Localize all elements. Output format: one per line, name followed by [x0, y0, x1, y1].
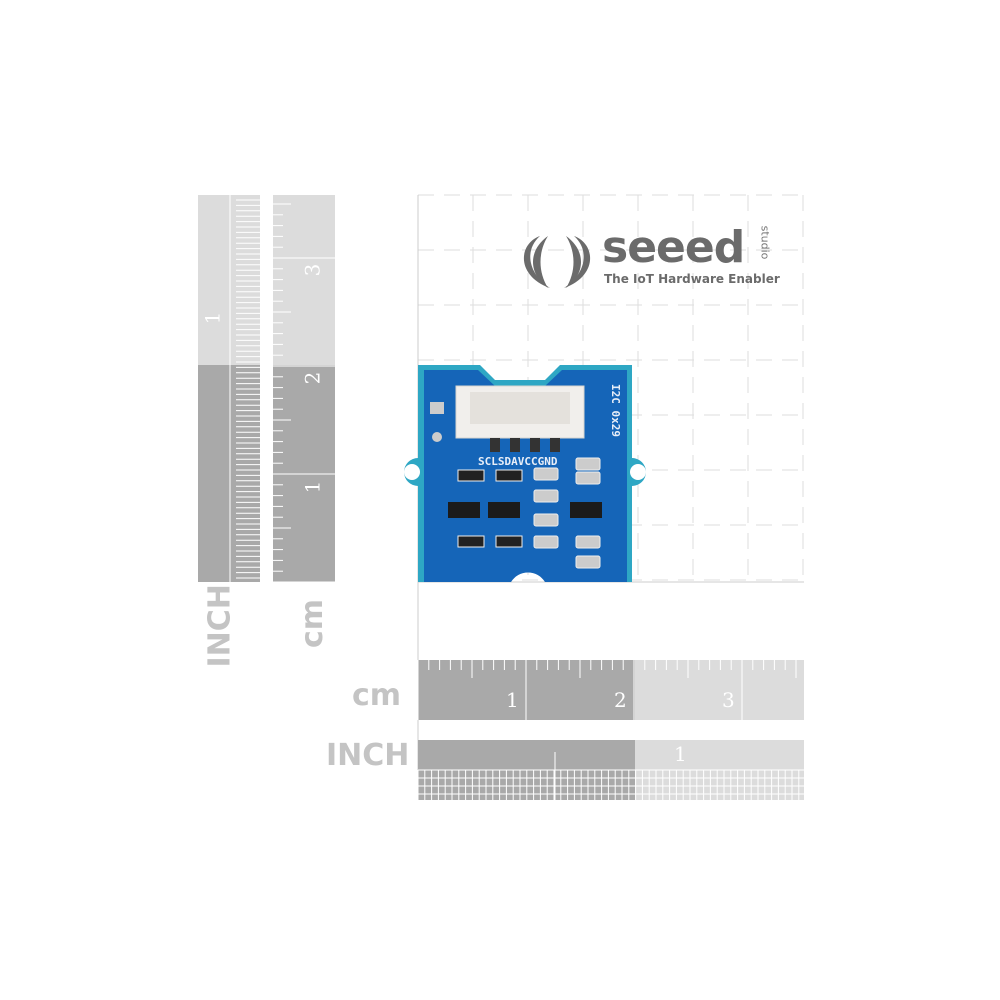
vinch-label: INCH	[202, 584, 238, 668]
hcm-num-3: 3	[722, 688, 735, 712]
capacitor	[533, 535, 559, 549]
transistor	[570, 502, 602, 518]
vcm-num-3: 3	[300, 263, 325, 277]
resistor	[495, 469, 523, 482]
vcm-num-1: 1	[300, 480, 325, 494]
pad	[432, 432, 442, 442]
ruler-dark	[198, 365, 260, 582]
connector-pin	[490, 438, 500, 452]
capacitor	[533, 489, 559, 503]
hcm-num-1: 1	[506, 688, 519, 712]
hinch-label: INCH	[326, 738, 410, 773]
mount-hole	[630, 464, 646, 480]
mount-hole	[404, 464, 420, 480]
connector-pin	[510, 438, 520, 452]
capacitor	[575, 471, 601, 485]
transistor	[448, 502, 480, 518]
resistor	[457, 469, 485, 482]
capacitor	[533, 467, 559, 481]
hcm-label: cm	[352, 678, 402, 713]
pin-labels: SCLSDAVCCGND	[478, 455, 558, 468]
capacitor	[575, 535, 601, 549]
capacitor	[533, 513, 559, 527]
transistor	[488, 502, 520, 518]
vcm-num-2: 2	[300, 371, 325, 385]
connector-pin	[530, 438, 540, 452]
logo-petal	[523, 236, 550, 288]
logo-petal	[564, 236, 591, 288]
hinch-num-1: 1	[674, 742, 687, 766]
ruler-light	[198, 195, 260, 365]
vinch-num: 1	[200, 311, 225, 325]
pad	[430, 402, 444, 414]
connector-pin	[550, 438, 560, 452]
ruler-light	[635, 660, 804, 720]
connector-socket	[470, 392, 570, 424]
resistor	[495, 535, 523, 548]
i2c-address: I2C 0x29	[609, 384, 622, 437]
capacitor	[575, 555, 601, 569]
logo-petal	[533, 236, 548, 288]
logo-petal	[566, 236, 581, 288]
ruler-light	[273, 195, 335, 365]
logo-tagline: The IoT Hardware Enabler	[604, 272, 780, 286]
resistor	[457, 535, 485, 548]
hcm-num-2: 2	[614, 688, 627, 712]
capacitor	[575, 457, 601, 471]
logo-sub: studio	[758, 225, 772, 260]
logo-brand: seeed	[602, 222, 745, 273]
vcm-label: cm	[295, 598, 331, 649]
